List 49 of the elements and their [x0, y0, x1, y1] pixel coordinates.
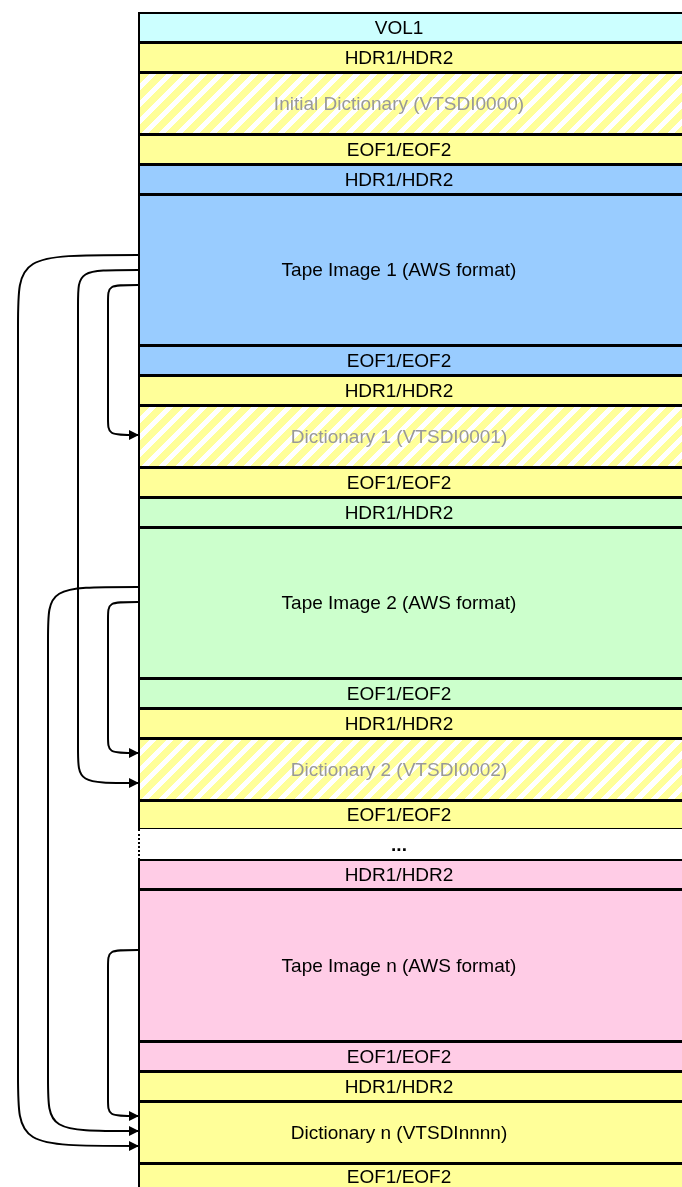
band-label: HDR1/HDR2 [344, 46, 455, 69]
arrow [47, 586, 139, 1136]
label-band [138, 375, 682, 406]
band-label: HDR1/HDR2 [344, 168, 455, 191]
dictionary-band [138, 738, 682, 801]
arrow [107, 949, 139, 1121]
arrow [107, 284, 139, 440]
label-band [138, 134, 682, 165]
label-band [138, 467, 682, 498]
dictionary-band [138, 405, 682, 468]
band-label: EOF1/EOF2 [346, 471, 453, 494]
label-band [138, 800, 682, 830]
band-label: Tape Image 2 (AWS format) [281, 592, 518, 614]
band-label: Tape Image n (AWS format) [281, 954, 518, 977]
band-label: EOF1/EOF2 [346, 804, 453, 826]
tape-image-band [138, 859, 682, 890]
tape-image-band [138, 345, 682, 376]
band-label: EOF1/EOF2 [346, 682, 453, 705]
band-label: HDR1/HDR2 [344, 863, 455, 886]
header-band [138, 12, 682, 43]
arrow [17, 254, 139, 1151]
band-label: EOF1/EOF2 [346, 138, 453, 161]
band-label: Tape Image 1 (AWS format) [281, 259, 518, 281]
band-label: HDR1/HDR2 [344, 379, 455, 402]
label-band [138, 1163, 682, 1187]
arrow [77, 269, 139, 788]
band-label: Dictionary n (VTSDInnnn) [290, 1121, 509, 1144]
tape-image-band [138, 194, 682, 346]
label-band [138, 42, 682, 73]
tape-image-band [138, 497, 682, 528]
tape-image-band [138, 678, 682, 709]
band-label: HDR1/HDR2 [344, 1075, 455, 1098]
band-label: VOL1 [374, 16, 425, 39]
label-band [138, 708, 682, 739]
arrow [107, 601, 139, 758]
tape-image-band [138, 1041, 682, 1072]
label-band [138, 1101, 682, 1164]
dictionary-band [138, 72, 682, 135]
band-label: HDR1/HDR2 [344, 712, 455, 735]
band-label: EOF1/EOF2 [346, 1045, 453, 1068]
tape-image-band [138, 527, 682, 679]
band-label: HDR1/HDR2 [344, 501, 455, 524]
band-label: ... [391, 833, 408, 856]
label-band [138, 1071, 682, 1102]
tape-image-band [138, 889, 682, 1042]
band-label: EOF1/EOF2 [346, 1165, 453, 1187]
gap-band [138, 829, 682, 860]
band-label: EOF1/EOF2 [346, 349, 453, 372]
tape-image-band [138, 164, 682, 195]
